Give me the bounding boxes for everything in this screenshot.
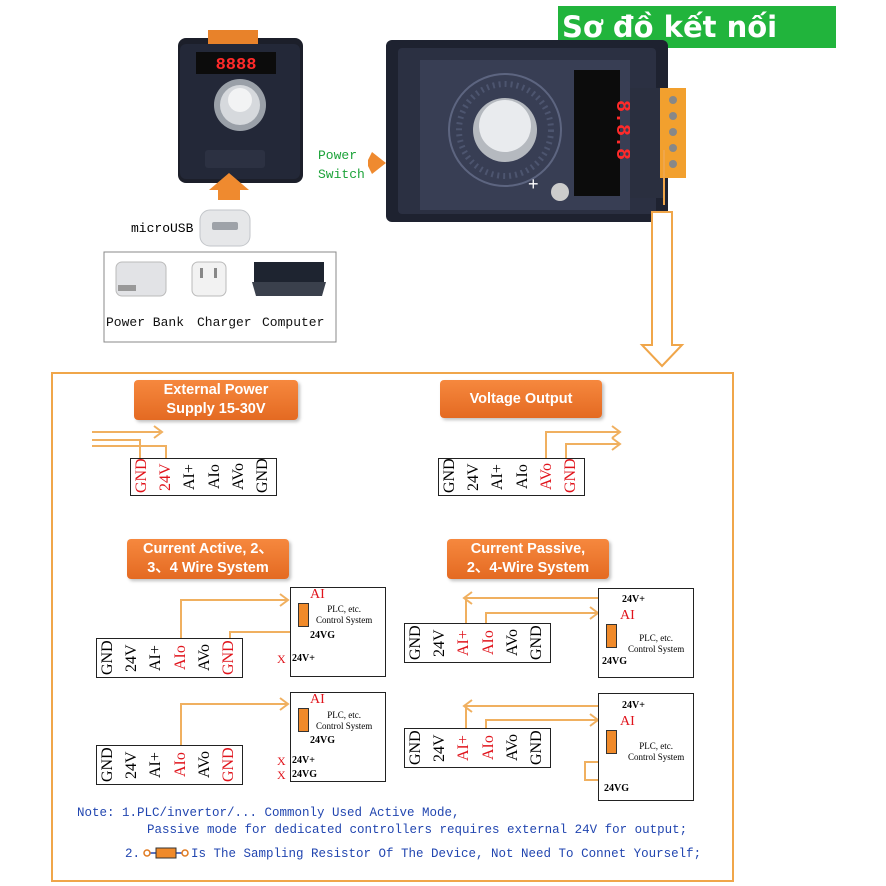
- plc-24vp: 24V+: [622, 700, 645, 711]
- plc-box-active-1: [290, 587, 386, 677]
- terminal-avo: AVo: [229, 463, 247, 491]
- terminal-block-passive-1: GND 24V AI+ AIo AVo GND: [404, 623, 551, 663]
- source-label-charger: Charger: [197, 315, 252, 330]
- microusb-label: microUSB: [131, 221, 194, 236]
- terminal-block-active-1: GND 24V AI+ AIo AVo GND: [96, 638, 243, 678]
- terminal-avo: AVo: [195, 751, 213, 779]
- small-display: 8888: [216, 56, 257, 75]
- plc-ai-label: AI: [620, 714, 635, 729]
- charger-icon: [191, 261, 227, 297]
- power-switch-label: Power Switch: [318, 148, 365, 182]
- resistor-icon: [298, 708, 309, 732]
- terminal-ai-plus: AI+: [147, 645, 165, 671]
- power-bank-icon: [115, 261, 167, 297]
- terminal-gnd: GND: [99, 747, 116, 782]
- plc-text: PLC, etc. Control System: [628, 633, 685, 654]
- terminal-24v: 24V: [431, 629, 449, 657]
- terminal-ai-plus: AI+: [181, 464, 199, 490]
- source-label-power-bank: Power Bank: [106, 315, 185, 330]
- badge-voltage-output: Voltage Output: [440, 380, 602, 418]
- terminal-aio: AIo: [513, 464, 531, 490]
- terminal-avo: AVo: [503, 734, 521, 762]
- note-line-1: Note: 1.PLC/invertor/... Commonly Used A…: [77, 806, 460, 820]
- arrow-up-icon: [209, 173, 249, 200]
- plc-24vg: 24VG: [604, 783, 629, 794]
- main-device: + 8.8.8: [386, 40, 686, 222]
- arrow-down-icon: [639, 211, 685, 368]
- plc-24vp: 24V+: [292, 653, 315, 664]
- terminal-gnd-2: GND: [527, 730, 545, 765]
- sampling-resistor-icon: [143, 847, 189, 859]
- badge-external-power: External Power Supply 15-30V: [134, 380, 298, 420]
- microusb-plug-icon: [199, 209, 251, 247]
- terminal-avo: AVo: [195, 644, 213, 672]
- terminal-gnd-2: GND: [219, 640, 237, 675]
- plc-text: PLC, etc. Control System: [316, 604, 373, 625]
- main-display: 8.8.8: [610, 100, 633, 160]
- terminal-ai-plus: AI+: [455, 630, 473, 656]
- plc-24vg: 24VG: [310, 735, 335, 746]
- badge-current-passive: Current Passive, 2、4-Wire System: [447, 539, 609, 579]
- device-illustration: 8888 + 8.8.8: [103, 30, 686, 368]
- terminal-avo: AVo: [503, 629, 521, 657]
- terminal-aio: AIo: [171, 645, 189, 671]
- terminal-gnd-2: GND: [253, 458, 271, 493]
- note-line-3-num: 2.: [125, 847, 141, 861]
- x-mark-icon: X: [277, 768, 286, 782]
- plc-24vg: 24VG: [310, 630, 335, 641]
- terminal-block-passive-2: GND 24V AI+ AIo AVo GND: [404, 728, 551, 768]
- badge-current-active: Current Active, 2、 3、4 Wire System: [127, 539, 289, 579]
- resistor-icon: [606, 624, 617, 648]
- terminal-24v: 24V: [431, 734, 449, 762]
- x-mark-icon: X: [277, 754, 286, 768]
- plc-24vg-2: 24VG: [292, 769, 317, 780]
- terminal-aio: AIo: [479, 630, 497, 656]
- terminal-block-external: GND 24V AI+ AIo AVo GND: [130, 458, 277, 496]
- terminal-ai-plus: AI+: [147, 752, 165, 778]
- terminal-aio: AIo: [479, 735, 497, 761]
- terminal-gnd: GND: [407, 625, 424, 660]
- svg-text:+: +: [528, 174, 539, 194]
- terminal-gnd-2: GND: [527, 625, 545, 660]
- power-switch-arrow-icon: [368, 152, 386, 174]
- terminal-block-voltage: GND 24V AI+ AIo AVo GND: [438, 458, 585, 496]
- terminal-gnd-2: GND: [561, 458, 579, 493]
- plc-24vg: 24VG: [602, 656, 627, 667]
- wiring-panel: [51, 372, 734, 882]
- handheld-device: 8888: [178, 30, 303, 183]
- terminal-gnd: GND: [441, 458, 458, 493]
- terminal-block-active-2: GND 24V AI+ AIo AVo GND: [96, 745, 243, 785]
- source-label-computer: Computer: [262, 315, 325, 330]
- terminal-24v: 24V: [465, 463, 483, 491]
- resistor-icon: [298, 603, 309, 627]
- terminal-gnd-2: GND: [219, 747, 237, 782]
- terminal-gnd: GND: [99, 640, 116, 675]
- terminal-aio: AIo: [171, 752, 189, 778]
- terminal-gnd: GND: [133, 458, 150, 493]
- plc-ai-label: AI: [310, 587, 325, 602]
- terminal-24v: 24V: [123, 751, 141, 779]
- x-mark-icon: X: [277, 652, 286, 666]
- terminal-24v: 24V: [157, 463, 175, 491]
- terminal-ai-plus: AI+: [489, 464, 507, 490]
- plc-ai-label: AI: [310, 692, 325, 707]
- plc-text: PLC, etc. Control System: [628, 741, 685, 762]
- note-line-2: Passive mode for dedicated controllers r…: [147, 823, 688, 837]
- terminal-avo: AVo: [537, 463, 555, 491]
- plc-24vp: 24V+: [292, 755, 315, 766]
- computer-icon: [252, 262, 326, 296]
- plc-24vp: 24V+: [622, 594, 645, 605]
- resistor-icon: [606, 730, 617, 754]
- plc-text: PLC, etc. Control System: [316, 710, 373, 731]
- plc-box-active-2: [290, 692, 386, 782]
- terminal-aio: AIo: [205, 464, 223, 490]
- terminal-24v: 24V: [123, 644, 141, 672]
- terminal-gnd: GND: [407, 730, 424, 765]
- terminal-ai-plus: AI+: [455, 735, 473, 761]
- plc-ai-label: AI: [620, 608, 635, 623]
- note-line-3: Is The Sampling Resistor Of The Device, …: [191, 847, 702, 861]
